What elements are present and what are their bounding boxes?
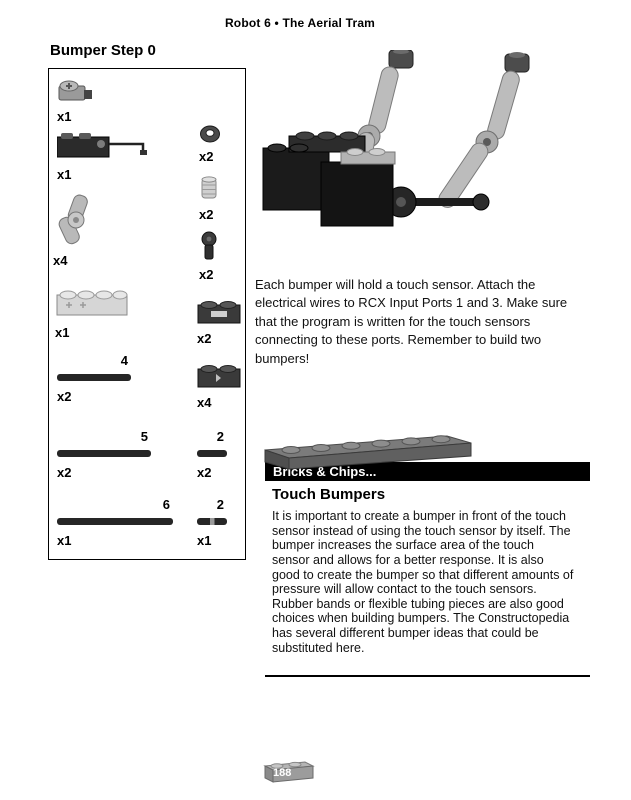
part-axle-5: 5 x2 bbox=[57, 429, 151, 480]
axle-length-label: 2 bbox=[216, 429, 224, 444]
assembly-image bbox=[262, 49, 530, 227]
part-friction-pin: x2 bbox=[199, 231, 219, 282]
axle-length-label: 4 bbox=[120, 353, 128, 368]
part-count: x1 bbox=[57, 533, 72, 548]
part-count: x2 bbox=[197, 465, 212, 480]
part-count: x2 bbox=[57, 465, 72, 480]
axle-icon bbox=[57, 450, 151, 457]
page-number-brick: 188 bbox=[263, 758, 315, 784]
instruction-paragraph: Each bumper will hold a touch sensor. At… bbox=[255, 277, 568, 366]
light-gray-brick-icon bbox=[56, 290, 128, 316]
part-axle-4: 4 x2 bbox=[57, 353, 131, 404]
part-count: x4 bbox=[197, 395, 212, 410]
friction-pin-icon bbox=[201, 231, 217, 260]
part-half-bushing: x2 bbox=[199, 125, 221, 164]
parts-list-box: x1 x1 x4 bbox=[48, 68, 246, 560]
sidebar-bottom-rule bbox=[265, 675, 590, 677]
part-sensor-cap: x1 bbox=[57, 77, 93, 124]
axle-icon bbox=[57, 518, 173, 525]
bushing-icon bbox=[201, 176, 217, 199]
step-title: Bumper Step 0 bbox=[50, 42, 156, 59]
sidebar-brick-icon bbox=[263, 432, 473, 475]
part-count: x1 bbox=[197, 533, 212, 548]
sidebar-banner: Bricks & Chips... bbox=[265, 462, 590, 481]
angle-connector-icon bbox=[58, 194, 88, 245]
part-angle-connector: x4 bbox=[53, 193, 99, 268]
sidebar-heading: Touch Bumpers bbox=[272, 486, 386, 503]
assembly-illustration bbox=[255, 49, 593, 268]
axle-icon bbox=[197, 518, 227, 525]
sidebar-body: It is important to create a bumper in fr… bbox=[272, 509, 574, 655]
page-number-brick-icon bbox=[263, 761, 315, 783]
part-light-gray-brick: x1 bbox=[55, 283, 131, 340]
half-bushing-icon bbox=[200, 125, 220, 143]
page-number: 188 bbox=[273, 767, 292, 779]
page-header: Robot 6 • The Aerial Tram bbox=[224, 16, 376, 30]
part-axle-2: 2 x2 bbox=[197, 429, 227, 480]
part-count: x1 bbox=[57, 109, 72, 124]
part-count: x2 bbox=[199, 267, 214, 282]
part-touch-sensor: x1 bbox=[57, 131, 149, 182]
part-count: x2 bbox=[197, 331, 212, 346]
part-count: x1 bbox=[57, 167, 72, 182]
touch-sensor-icon bbox=[57, 133, 147, 158]
dark-brick-clip-icon bbox=[197, 365, 241, 388]
part-count: x4 bbox=[53, 253, 68, 268]
part-count: x2 bbox=[199, 149, 214, 164]
part-axle-6: 6 x1 bbox=[57, 497, 173, 548]
sensor-cap-icon bbox=[58, 80, 92, 101]
axle-icon bbox=[57, 374, 131, 381]
axle-length-label: 2 bbox=[216, 497, 224, 512]
part-dark-brick-clip: x4 bbox=[197, 361, 241, 410]
axle-length-label: 6 bbox=[162, 497, 170, 512]
part-count: x2 bbox=[199, 207, 214, 222]
part-count: x1 bbox=[55, 325, 70, 340]
dark-brick-slot-icon bbox=[197, 301, 241, 324]
axle-icon bbox=[197, 450, 227, 457]
axle-length-label: 5 bbox=[140, 429, 148, 444]
part-count: x2 bbox=[57, 389, 72, 404]
part-dark-brick-slot: x2 bbox=[197, 297, 241, 346]
part-bushing: x2 bbox=[199, 175, 219, 222]
part-axle-2-notched: 2 x1 bbox=[197, 497, 227, 548]
